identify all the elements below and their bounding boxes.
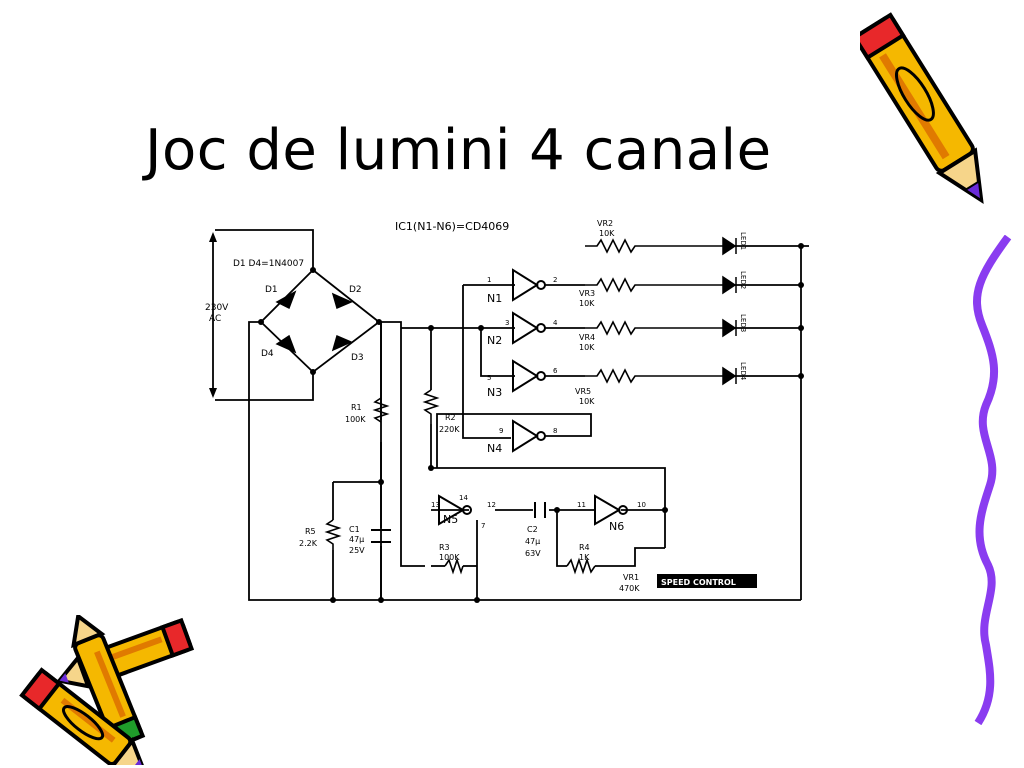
inverter-gates <box>438 268 628 526</box>
capacitor-name-c1: C1 <box>349 525 360 534</box>
led-label-2: LED2 <box>739 271 747 289</box>
diode-label-d1: D1 <box>265 285 278 295</box>
ic-label: IC1(N1-N6)=CD4069 <box>395 220 509 233</box>
preset-value-vr2: 10K <box>599 229 615 238</box>
gate-pin-vdd-n5: 14 <box>459 494 468 502</box>
diode-note: D1 D4=1N4007 <box>233 259 304 269</box>
led-label-3: LED3 <box>739 314 747 332</box>
gate-label-n2: N2 <box>487 334 502 347</box>
capacitor-name-c2: C2 <box>527 525 538 534</box>
pencil-icon <box>860 12 984 205</box>
gate-pin-out-n1: 2 <box>553 276 557 284</box>
resistor-value-r3: 100K <box>439 553 460 562</box>
capacitor-value-c1: 47µ <box>349 535 364 544</box>
gate-pin-in-n1: 1 <box>487 276 491 284</box>
pencil-clipart-top-right <box>860 12 984 205</box>
gate-label-n3: N3 <box>487 386 502 399</box>
resistor-name-r2: R2 <box>445 413 456 422</box>
gate-pin-gnd-n5: 7 <box>481 522 485 530</box>
speed-pot-value: 470K <box>619 584 640 593</box>
resistor-value-r4: 1K <box>579 553 590 562</box>
gate-pin-in-n2: 3 <box>505 319 509 327</box>
gate-pin-in-n3: 5 <box>487 374 491 382</box>
resistor-name-r4: R4 <box>579 543 590 552</box>
resistor-value-r2: 220K <box>439 425 460 434</box>
gate-pin-out-n4: 8 <box>553 427 557 435</box>
supply-arrow <box>209 232 217 398</box>
speed-control-label: SPEED CONTROL <box>661 578 736 587</box>
diode-label-d4: D4 <box>261 349 274 359</box>
resistor-value-r1: 100K <box>345 415 366 424</box>
gate-label-n6: N6 <box>609 520 624 533</box>
capacitors <box>371 502 546 543</box>
junction-dots <box>258 243 804 603</box>
led-label-1: LED1 <box>739 232 747 250</box>
speed-pot-name: VR1 <box>623 573 639 582</box>
led-label-4: LED4 <box>739 362 747 381</box>
diode-label-d2: D2 <box>349 285 362 295</box>
gate-pin-out-n5: 12 <box>487 501 496 509</box>
pencil-icon <box>19 667 147 765</box>
gate-pin-in-n5: 13 <box>431 501 440 509</box>
gate-pin-out-n3: 6 <box>553 367 558 375</box>
led-indicators <box>722 236 737 386</box>
preset-resistors <box>585 238 725 384</box>
diode-label-d3: D3 <box>351 353 364 363</box>
resistor-name-r5: R5 <box>305 527 316 536</box>
preset-value-vr4: 10K <box>579 343 595 352</box>
gate-label-n1: N1 <box>487 292 502 305</box>
preset-name-vr5: VR5 <box>575 387 591 396</box>
preset-value-vr3: 10K <box>579 299 595 308</box>
gate-pin-out-n2: 4 <box>553 319 558 327</box>
gate-pin-in-n4: 9 <box>499 427 503 435</box>
resistor-value-r5: 2.2K <box>299 539 318 548</box>
capacitor-voltage-c2: 63V <box>525 549 541 558</box>
gate-label-n5: N5 <box>443 513 458 526</box>
circuit-schematic: IC1(N1-N6)=CD4069 D1 D4=1N4007 230V AC D… <box>205 210 813 608</box>
resistor-name-r1: R1 <box>351 403 362 412</box>
preset-name-vr4: VR4 <box>579 333 595 342</box>
supply-voltage: 230V <box>205 303 229 313</box>
resistor-name-r3: R3 <box>439 543 450 552</box>
squiggle-border-right <box>973 235 1012 725</box>
capacitor-voltage-c1: 25V <box>349 546 365 555</box>
gate-pin-out-n6: 10 <box>637 501 646 509</box>
preset-name-vr3: VR3 <box>579 289 595 298</box>
supply-type: AC <box>209 314 221 324</box>
fixed-resistors <box>324 389 596 575</box>
bridge-diodes <box>275 290 353 354</box>
gate-pin-in-n6: 11 <box>577 501 586 509</box>
speed-control-label-box <box>657 574 757 588</box>
preset-value-vr5: 10K <box>579 397 595 406</box>
slide-title: Joc de lumini 4 canale <box>145 118 772 183</box>
pencils-clipart-bottom-left <box>19 615 195 765</box>
preset-name-vr2: VR2 <box>597 219 613 228</box>
capacitor-value-c2: 47µ <box>525 537 540 546</box>
gate-label-n4: N4 <box>487 442 502 455</box>
